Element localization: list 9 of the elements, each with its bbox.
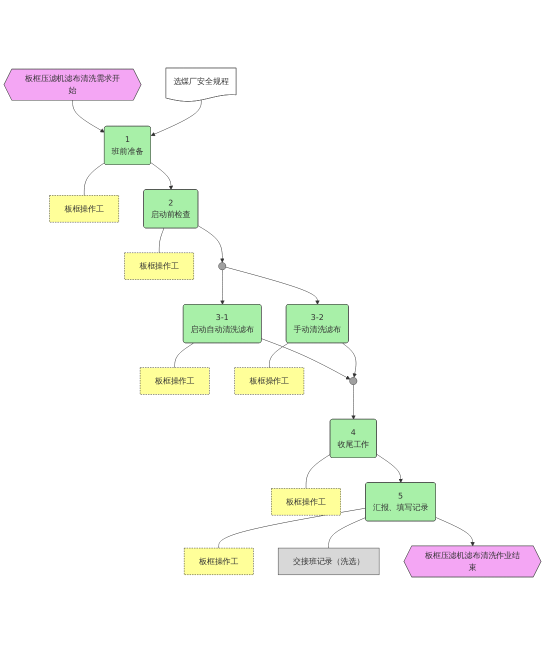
connector [328,517,366,548]
connector [84,162,105,196]
connector [218,508,366,548]
connector [174,342,194,368]
connector [269,342,289,368]
connector [158,228,164,254]
connector [306,454,331,489]
node-circle [349,377,358,385]
node-circle [218,262,226,270]
